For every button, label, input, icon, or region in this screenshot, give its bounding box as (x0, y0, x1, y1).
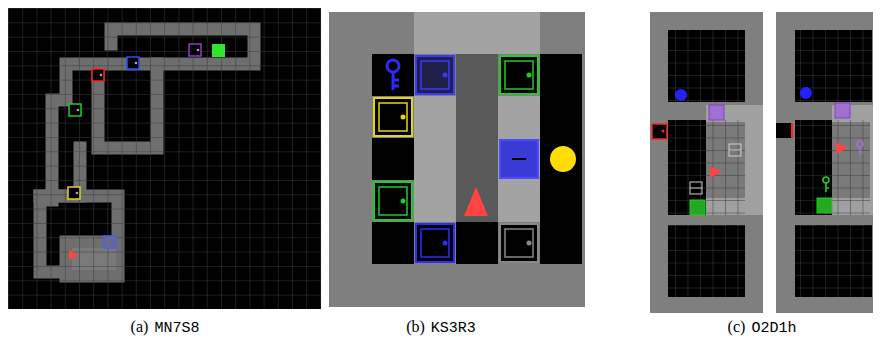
room-panel-b (329, 12, 585, 307)
panel-letter: (c) (728, 318, 746, 335)
panel-letter: (a) (131, 318, 149, 335)
panel-caption: (c) O2D1h (652, 318, 872, 337)
panel-letter: (b) (406, 318, 425, 335)
panel-caption: (a) MN7S8 (55, 318, 275, 337)
env-code: O2D1h (751, 320, 796, 337)
panel-caption: (b) KS3R3 (331, 318, 551, 337)
maze-panel-a (8, 8, 321, 309)
env-code: KS3R3 (431, 320, 476, 337)
room-panel-c-left (650, 12, 763, 313)
env-code: MN7S8 (154, 320, 199, 337)
room-panel-c-right (776, 12, 873, 313)
